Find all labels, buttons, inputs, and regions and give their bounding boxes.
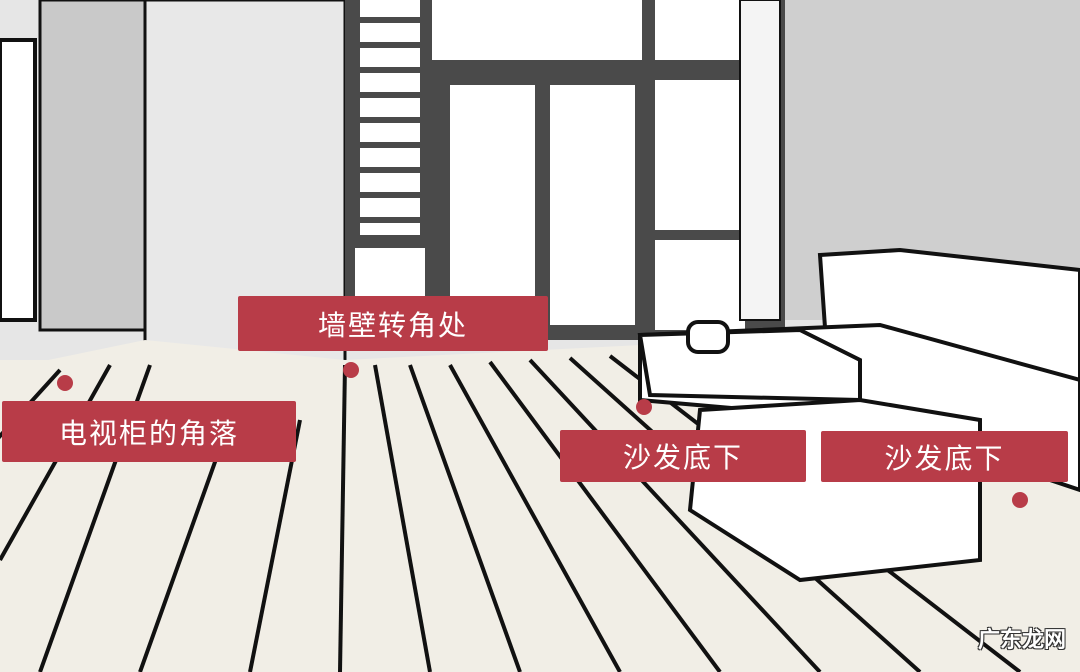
- label-wall-corner: 墙壁转角处: [238, 296, 548, 351]
- label-under-sofa-2: 沙发底下: [821, 431, 1068, 482]
- marker-tv-cabinet-corner: [57, 375, 73, 391]
- label-under-sofa-1: 沙发底下: [560, 430, 806, 482]
- watermark: 广东龙网: [977, 628, 1066, 653]
- marker-under-sofa-1: [636, 399, 652, 415]
- marker-wall-corner: [343, 362, 359, 378]
- marker-under-sofa-2: [1012, 492, 1028, 508]
- label-tv-cabinet-corner: 电视柜的角落: [2, 401, 296, 462]
